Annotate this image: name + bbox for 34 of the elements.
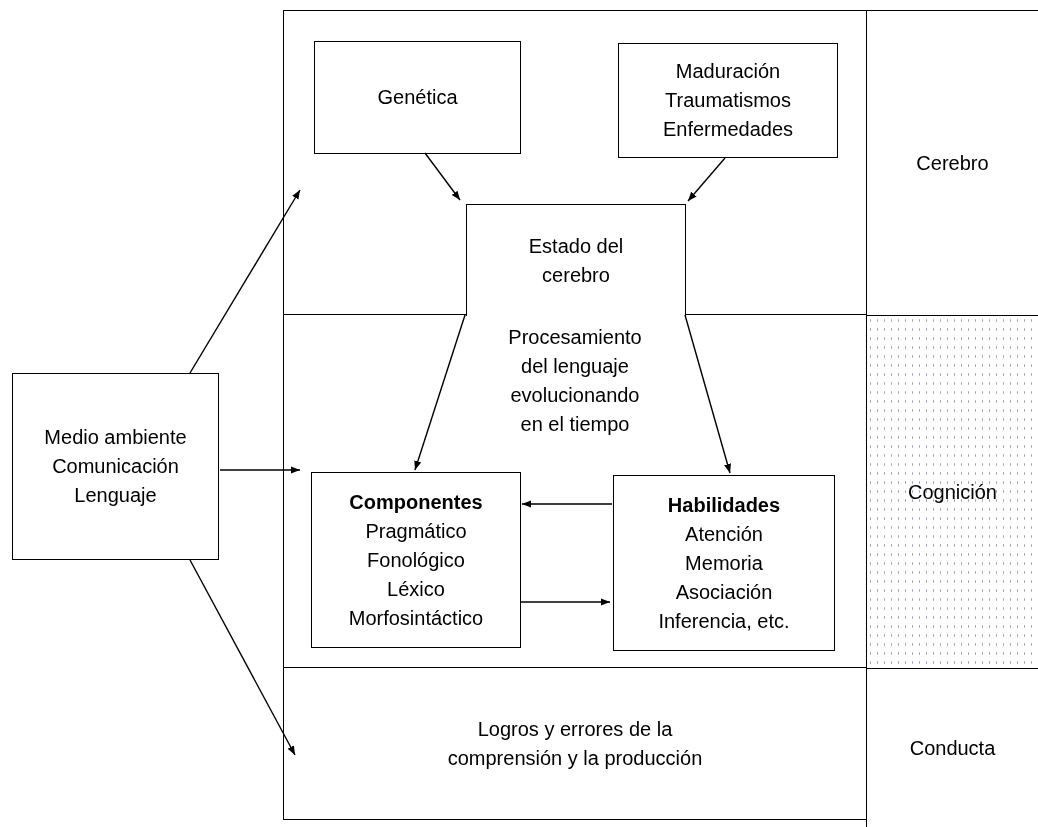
box-text: Procesamiento del lenguaje evolucionando en el tiempo	[507, 325, 643, 437]
box-text: Maduración Traumatismos Enfermedades	[661, 59, 795, 142]
brain-state-box	[466, 204, 686, 316]
level-cell	[866, 315, 1038, 668]
box-text: Pragmático Fonológico Léxico Morfosintáctico	[347, 518, 485, 631]
box-text: Genética	[377, 85, 458, 110]
box-text: Medio ambiente Comunicación Lenguaje	[43, 425, 188, 508]
arrow	[519, 598, 611, 606]
arrow	[521, 500, 613, 508]
process-box	[311, 472, 521, 648]
box-text: Cognición	[908, 479, 997, 505]
box-text: Cerebro	[916, 150, 989, 176]
arrow	[189, 559, 296, 756]
box-text: Atención Memoria Asociación Inferencia, etc.	[657, 521, 791, 634]
factor-box	[618, 43, 838, 158]
box-heading: Habilidades	[666, 492, 782, 518]
arrow	[189, 189, 301, 374]
process-box	[613, 475, 835, 651]
box-text: Conducta	[909, 735, 996, 761]
arrow	[414, 314, 466, 471]
level-cell	[866, 668, 1038, 827]
level-cell	[866, 10, 1038, 315]
arrow	[424, 152, 461, 201]
arrow	[687, 157, 726, 202]
arrow	[684, 314, 731, 474]
box-heading: Componentes	[348, 489, 484, 515]
factor-box	[314, 41, 521, 154]
arrow	[219, 466, 301, 474]
box-text: Estado del cerebro	[527, 233, 625, 288]
region-cell	[283, 10, 866, 315]
box-text: Logros y errores de la comprensión y la producción	[446, 716, 704, 771]
environment-box	[12, 373, 219, 560]
region-cell	[283, 315, 866, 668]
region-cell	[283, 668, 866, 820]
